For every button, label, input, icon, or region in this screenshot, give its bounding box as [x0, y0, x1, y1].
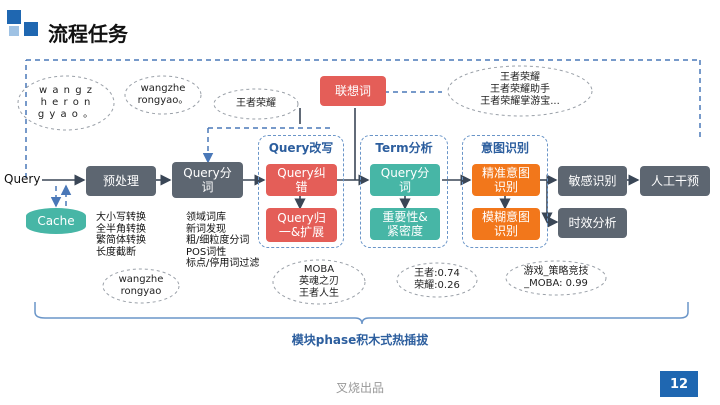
- note-line: wangzhe: [118, 274, 164, 285]
- list-item: 全半角转换: [96, 223, 146, 235]
- note-line: 荣耀:0.26: [414, 280, 460, 291]
- note-line: 王者荣耀掌游宝...: [480, 96, 560, 107]
- precise-intent-module: 精准意图 识别: [472, 164, 540, 196]
- list-item: 粗/细粒度分词: [186, 235, 250, 246]
- footer-credit: 叉烧出品: [335, 381, 384, 395]
- note-line: 王者:0.74: [414, 268, 460, 279]
- note-line: w a n g z: [39, 85, 93, 96]
- query-expansion-module: Query归 一&扩展: [266, 208, 337, 242]
- list-item: 繁简体转换: [96, 235, 146, 246]
- query-correction-module: Query纠 错: [266, 164, 337, 196]
- note-line: 王者荣耀: [500, 72, 540, 83]
- association-examples-note: 王者荣耀 王者荣耀助手 王者荣耀掌游宝...: [452, 72, 588, 108]
- term-analysis-group: [360, 135, 448, 248]
- wangzhe-note: wangzhe rongyao。: [128, 83, 198, 107]
- query-rewrite-group: [258, 135, 344, 248]
- cache-store: Cache: [26, 208, 86, 234]
- segment-module: Query分 词: [172, 162, 243, 198]
- intent-group: [462, 135, 548, 248]
- term-segment-module: Query分 词: [370, 164, 440, 196]
- title-decoration: [24, 22, 38, 36]
- note-line: rongyao: [120, 286, 162, 297]
- importance-module: 重要性& 紧密度: [370, 208, 440, 240]
- segment-list: 领域词库 新词发现 粗/细粒度分词 POS词性 标点/停用词过滤: [186, 212, 259, 270]
- term-analysis-title: Term分析: [375, 141, 433, 155]
- association-module: 联想词: [320, 76, 386, 106]
- note-line: MOBA: [303, 264, 335, 275]
- segment-example-note: wangzhe rongyao: [106, 274, 176, 298]
- intent-example-note: 游戏_策略竞技 _MOBA: 0.99: [508, 266, 604, 290]
- note-line: g y a o 。: [37, 109, 95, 120]
- preprocess-list: 大小写转换 全半角转换 繁简体转换 长度截断: [96, 212, 146, 258]
- list-item: 大小写转换: [96, 212, 146, 223]
- slide-title: 流程任务: [48, 22, 128, 46]
- note-line: rongyao。: [137, 95, 189, 106]
- fuzzy-intent-module: 模糊意图 识别: [472, 208, 540, 240]
- preprocess-module: 预处理: [86, 166, 156, 196]
- title-decoration: [9, 26, 19, 36]
- list-item: 领域词库: [186, 212, 226, 223]
- sensitive-module: 敏感识别: [558, 166, 627, 196]
- page-number: 12: [660, 371, 698, 397]
- timeliness-module: 时效分析: [558, 208, 627, 238]
- query-rewrite-title: Query改写: [268, 141, 334, 155]
- list-item: POS词性: [186, 246, 227, 258]
- pinyin-note: w a n g z h e r o n g y a o 。: [26, 85, 106, 121]
- note-line: wangzhe: [140, 83, 186, 94]
- note-line: 王者荣耀: [236, 98, 276, 109]
- note-line: 英魂之刃: [299, 276, 339, 287]
- hot-plug-caption: 模块phase积木式热插拔: [291, 333, 429, 347]
- note-line: 王者荣耀助手: [490, 84, 550, 95]
- note-line: 王者人生: [299, 288, 339, 299]
- manual-module: 人工干预: [640, 166, 710, 196]
- list-item: 标点/停用词过滤: [186, 258, 260, 269]
- note-line: 游戏_策略竞技: [523, 266, 589, 277]
- intent-title: 意图识别: [480, 141, 529, 155]
- note-line: h e r o n: [40, 97, 92, 108]
- note-line: _MOBA: 0.99: [524, 278, 588, 289]
- wangzhe-rongyao-note: 王者荣耀: [216, 98, 296, 110]
- list-item: 长度截断: [96, 246, 136, 258]
- term-weights-note: 王者:0.74 荣耀:0.26: [400, 268, 474, 292]
- expand-examples-note: MOBA 英魂之刃 王者人生: [279, 264, 359, 300]
- list-item: 新词发现: [186, 223, 226, 235]
- title-decoration: [7, 10, 21, 24]
- query-input-label: Query: [4, 172, 41, 186]
